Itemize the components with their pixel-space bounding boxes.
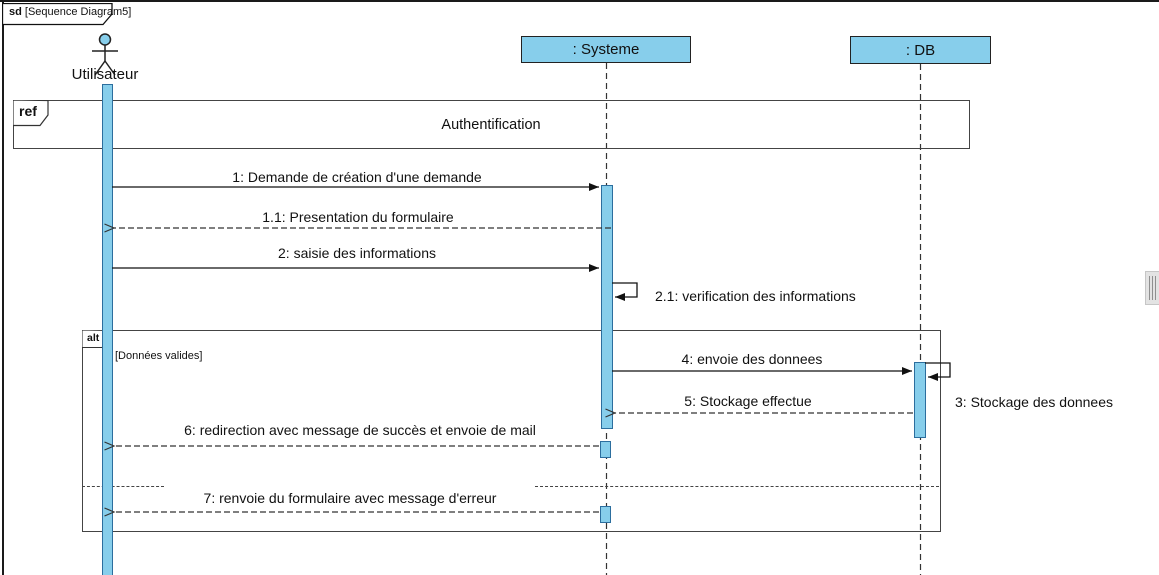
frame-top-border	[0, 0, 1159, 2]
activation-systeme-msg6[interactable]	[600, 441, 611, 458]
actor-label[interactable]: Utilisateur	[71, 66, 139, 83]
lifeline-systeme-head[interactable]: : Systeme	[521, 36, 691, 63]
message-6-label[interactable]: 6: redirection avec message de succès et…	[184, 422, 536, 438]
splitter-grip-icon	[1155, 276, 1156, 300]
frame-keyword: sd	[9, 6, 22, 18]
alt-fragment[interactable]	[82, 330, 941, 532]
message-3-label[interactable]: 3: Stockage des donnees	[955, 394, 1114, 410]
activation-utilisateur[interactable]	[102, 84, 113, 575]
alt-guard-label[interactable]: [Données valides]	[115, 350, 203, 362]
message-2-1-label[interactable]: 2.1: verification des informations	[655, 288, 856, 304]
splitter-grip-icon	[1149, 276, 1150, 300]
frame-left-border	[2, 2, 4, 575]
ref-operator-label: ref	[19, 103, 37, 119]
message-1-1-label[interactable]: 1.1: Presentation du formulaire	[262, 209, 454, 225]
splitter-grip[interactable]	[1145, 271, 1159, 305]
message-2-label[interactable]: 2: saisie des informations	[278, 245, 436, 261]
alt-divider-left	[82, 486, 164, 487]
activation-db[interactable]	[914, 362, 926, 438]
activation-systeme-msg7[interactable]	[600, 506, 611, 523]
splitter-grip-icon	[1152, 276, 1153, 300]
frame-title: sd [Sequence Diagram5]	[9, 6, 131, 18]
alt-divider-right	[535, 486, 939, 487]
message-7-label[interactable]: 7: renvoie du formulaire avec message d'…	[203, 490, 497, 506]
message-3-self-arrow[interactable]	[925, 362, 951, 381]
ref-operator-pentagon	[13, 100, 49, 127]
alt-operator-label: alt	[87, 332, 100, 344]
message-2-1-self-arrow[interactable]	[612, 282, 638, 301]
lifeline-db-head[interactable]: : DB	[850, 36, 991, 64]
message-5-label[interactable]: 5: Stockage effectue	[684, 393, 812, 409]
message-1-label[interactable]: 1: Demande de création d'une demande	[232, 169, 482, 185]
ref-fragment-label[interactable]: Authentification	[441, 117, 541, 133]
actor-figure-icon[interactable]	[85, 30, 125, 78]
activation-systeme[interactable]	[601, 185, 613, 429]
message-4-label[interactable]: 4: envoie des donnees	[681, 351, 823, 367]
frame-name: [Sequence Diagram5]	[24, 6, 132, 18]
frame-title-tab	[2, 3, 113, 26]
